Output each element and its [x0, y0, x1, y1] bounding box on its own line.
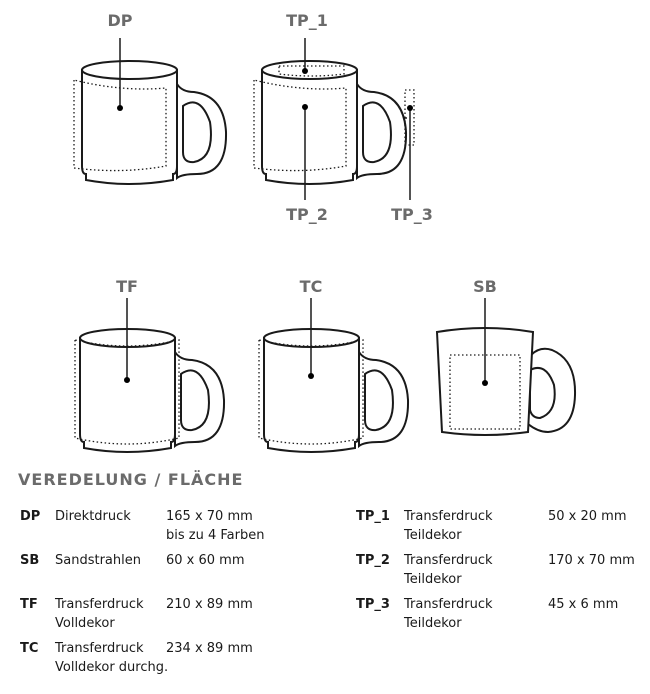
name2: Teildekor — [404, 528, 462, 543]
label-tp2: TP_2 — [286, 205, 328, 224]
code: TF — [20, 597, 38, 612]
mug-dp — [73, 60, 228, 185]
mug-tc — [258, 328, 410, 453]
name: Transferdruck — [55, 641, 144, 656]
name: Transferdruck — [404, 509, 493, 524]
tp3-marker — [407, 105, 413, 111]
label-sb: SB — [473, 277, 497, 296]
size: 165 x 70 mm — [166, 509, 253, 524]
mug-tf — [74, 328, 226, 453]
code: TC — [20, 641, 39, 656]
name2: Teildekor — [404, 616, 462, 631]
sb-marker — [482, 380, 488, 386]
code: DP — [20, 509, 41, 524]
name2: Teildekor — [404, 572, 462, 587]
name2: Volldekor — [55, 616, 115, 631]
size: 210 x 89 mm — [166, 597, 253, 612]
name: Direktdruck — [55, 509, 131, 524]
code: TP_1 — [356, 509, 390, 524]
code: TP_3 — [356, 597, 390, 612]
size: 234 x 89 mm — [166, 641, 253, 656]
mug-diagram: DP TP_1 TP_2 TP_3 TF TC SB — [73, 11, 577, 453]
table-title: VEREDELUNG / FLÄCHE — [18, 470, 244, 489]
tp1-marker — [302, 68, 308, 74]
size: 50 x 20 mm — [548, 509, 627, 524]
tf-marker — [124, 377, 130, 383]
tp2-marker — [302, 104, 308, 110]
size: 60 x 60 mm — [166, 553, 245, 568]
note: bis zu 4 Farben — [166, 528, 265, 543]
mug-sb — [435, 327, 577, 436]
name: Transferdruck — [404, 597, 493, 612]
label-tc: TC — [300, 277, 323, 296]
code: SB — [20, 553, 40, 568]
label-dp: DP — [107, 11, 132, 30]
code: TP_2 — [356, 553, 390, 568]
name: Sandstrahlen — [55, 553, 141, 568]
label-tf: TF — [116, 277, 138, 296]
name: Transferdruck — [404, 553, 493, 568]
mug-tp — [253, 60, 408, 185]
label-tp3: TP_3 — [391, 205, 433, 224]
dp-marker — [117, 105, 123, 111]
label-tp1: TP_1 — [286, 11, 328, 30]
size: 45 x 6 mm — [548, 597, 619, 612]
size: 170 x 70 mm — [548, 553, 635, 568]
name2: Volldekor durchg. — [55, 660, 169, 675]
name: Transferdruck — [55, 597, 144, 612]
tc-marker — [308, 373, 314, 379]
